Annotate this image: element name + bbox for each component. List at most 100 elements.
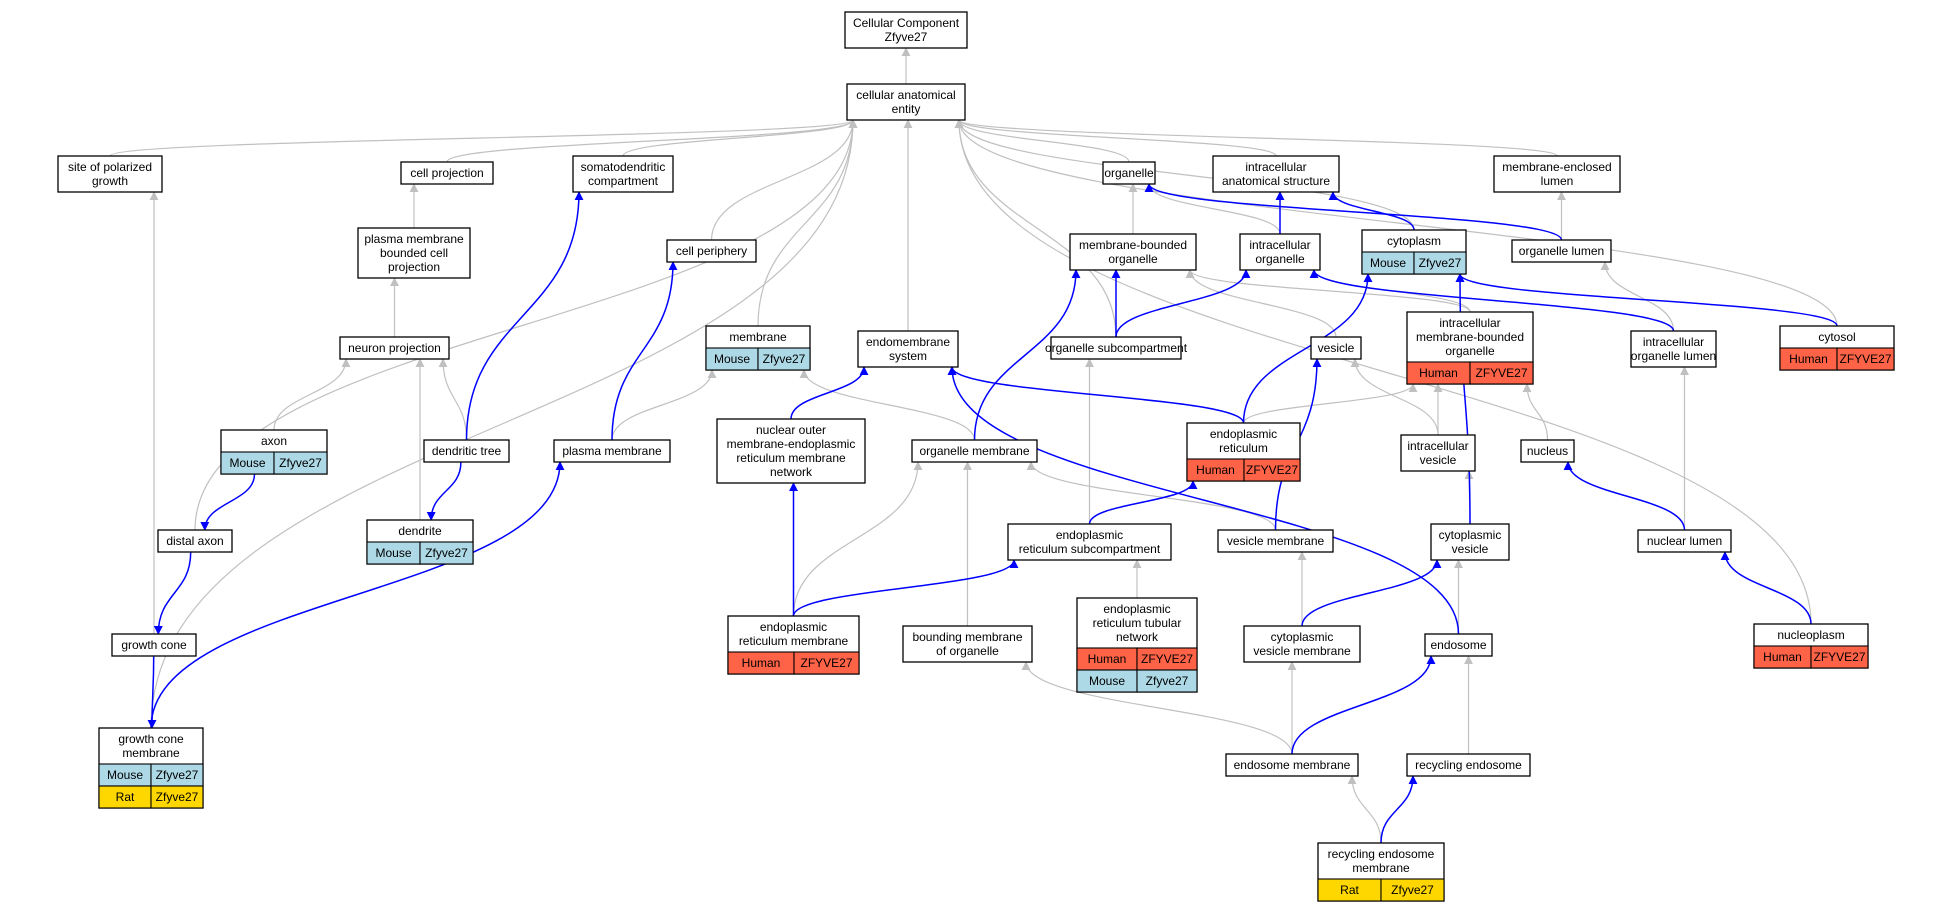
gene-cell	[273, 451, 328, 475]
node-nomer[interactable]: nuclear outermembrane-endoplasmicreticul…	[716, 418, 866, 484]
species-label: Human	[742, 656, 781, 670]
node-label: endosome membrane	[1234, 758, 1351, 772]
node-label: endoplasmic	[1210, 427, 1277, 441]
gene-cell	[793, 651, 860, 675]
node-box	[157, 529, 233, 553]
node-box	[846, 83, 966, 121]
node-label: Cellular Component	[853, 16, 960, 30]
node-nucleus[interactable]: nucleus	[1520, 439, 1575, 463]
node-periphery[interactable]: cell periphery	[666, 239, 757, 263]
node-orgsub[interactable]: organelle subcompartment	[1045, 336, 1188, 360]
node-imbo[interactable]: intracellularmembrane-boundedorganelleHu…	[1406, 311, 1534, 385]
is-a-edge-axon-to-neuronproj	[273, 358, 351, 431]
node-label: nuclear outer	[756, 423, 826, 437]
part-of-edge-cytosol-to-cytoplasm	[1455, 273, 1838, 327]
node-recendo[interactable]: recycling endosome	[1406, 753, 1531, 777]
gene-label: Zfyve27	[1146, 674, 1189, 688]
node-box	[1406, 753, 1531, 777]
node-dendtree[interactable]: dendritic tree	[423, 439, 510, 463]
node-cellproj[interactable]: cell projection	[400, 161, 494, 185]
node-box	[1225, 753, 1359, 777]
is-a-edge-organelle-to-cae	[954, 119, 1130, 163]
part-of-edge-cytoplasm-to-ias	[1328, 191, 1415, 231]
node-label: endoplasmic	[1056, 528, 1123, 542]
node-box	[1424, 633, 1493, 657]
node-box	[1637, 529, 1732, 553]
is-a-edge-ermem-to-orgmem	[792, 461, 923, 617]
node-orglumen[interactable]: organelle lumen	[1511, 239, 1612, 263]
node-endosome[interactable]: endosome	[1424, 633, 1493, 657]
node-label: cell projection	[410, 166, 483, 180]
node-vesmem[interactable]: vesicle membrane	[1217, 529, 1334, 553]
node-box	[1217, 529, 1334, 553]
node-label: bounded cell	[380, 246, 448, 260]
node-box	[666, 239, 757, 263]
node-label: recycling endosome	[1415, 758, 1522, 772]
node-box	[423, 439, 510, 463]
is-a-edge-ivesicle-to-vesicle	[1350, 358, 1439, 436]
is-a-edge-pm-to-membrane	[611, 369, 717, 441]
gene-label: Zfyve27	[156, 790, 199, 804]
node-label: vesicle membrane	[1253, 644, 1351, 658]
node-orgmem[interactable]: organelle membrane	[911, 439, 1038, 463]
node-nuclumen[interactable]: nuclear lumen	[1637, 529, 1732, 553]
node-label: vesicle	[1452, 542, 1489, 556]
node-label: axon	[261, 434, 287, 448]
node-distalaxon[interactable]: distal axon	[157, 529, 233, 553]
part-of-edge-orgsub-to-io	[1115, 269, 1251, 338]
node-label: organelle lumen	[1519, 244, 1604, 258]
node-label: endoplasmic	[1103, 602, 1170, 616]
node-endomemb[interactable]: endosome membrane	[1225, 753, 1359, 777]
gene-cell	[419, 541, 474, 565]
node-label: endomembrane	[866, 335, 950, 349]
node-label: membrane-endoplasmic	[727, 437, 856, 451]
node-growthcone[interactable]: growth cone	[111, 633, 197, 657]
gene-cell	[1380, 878, 1445, 902]
part-of-edge-rem-to-recendo	[1380, 775, 1418, 844]
is-a-edge-membrane-to-cae	[757, 119, 858, 327]
node-label: intracellular	[1439, 316, 1500, 330]
node-pm[interactable]: plasma membrane	[553, 439, 671, 463]
node-box	[1430, 523, 1510, 561]
node-label: bounding membrane	[912, 630, 1022, 644]
is-a-edge-gcm-to-cae	[150, 119, 858, 729]
node-box	[1243, 625, 1361, 663]
node-vesicle[interactable]: vesicle	[1310, 336, 1362, 360]
node-label: of organelle	[936, 644, 999, 658]
node-neuronproj[interactable]: neuron projection	[339, 336, 450, 360]
node-box	[1630, 330, 1717, 368]
species-label: Human	[1419, 366, 1458, 380]
node-label: Zfyve27	[885, 30, 928, 44]
node-box	[553, 439, 671, 463]
part-of-edge-iol-to-io	[1309, 269, 1675, 332]
node-label: membrane	[729, 330, 787, 344]
node-organelle[interactable]: organelle	[1102, 161, 1156, 185]
